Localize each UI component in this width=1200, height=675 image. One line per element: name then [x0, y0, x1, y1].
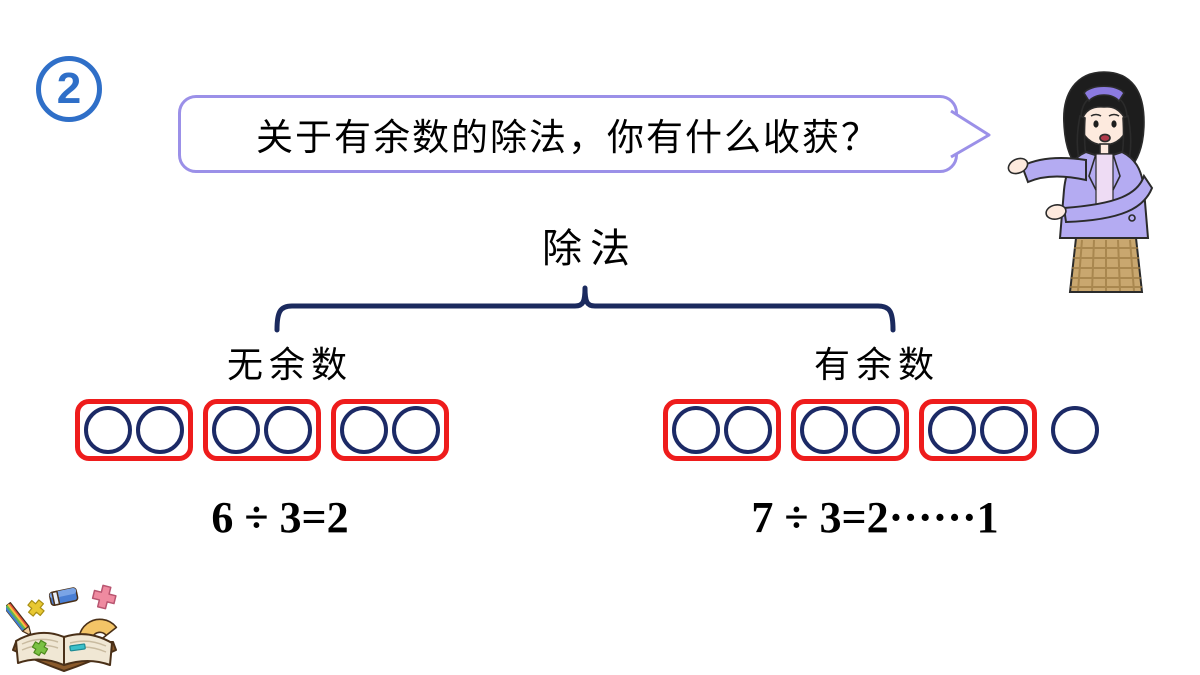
problem-number: 2	[56, 64, 82, 113]
division-root-label: 除法	[542, 226, 638, 271]
eraser-icon	[48, 587, 79, 606]
brace-connector	[274, 285, 896, 333]
counter-circle	[672, 406, 720, 454]
counter-circle	[136, 406, 184, 454]
teacher-hand	[1007, 157, 1029, 175]
teacher-character-illustration	[1007, 71, 1154, 293]
speech-bubble-tail-icon	[950, 109, 991, 159]
counter-circle	[980, 406, 1028, 454]
branch-label-no-remainder: 无余数	[226, 345, 353, 385]
problem-number-badge: 2	[36, 56, 102, 122]
counter-circle	[212, 406, 260, 454]
counter-circle	[852, 406, 900, 454]
speech-bubble-text: 关于有余数的除法，你有什么收获？	[256, 118, 880, 159]
speech-bubble: 关于有余数的除法，你有什么收获？	[178, 95, 991, 173]
multiply-icon	[27, 599, 45, 617]
counter-circle	[928, 406, 976, 454]
teacher-headband	[1083, 85, 1125, 103]
teacher-hand	[1045, 204, 1067, 220]
group-of-2-box	[663, 399, 781, 461]
branch-label-with-remainder: 有余数	[813, 345, 940, 385]
group-of-2-box	[331, 399, 449, 461]
minus-icon	[69, 643, 86, 652]
equation-no-remainder: 6 ÷ 3=2	[211, 493, 349, 542]
counter-circle	[84, 406, 132, 454]
teacher-arm-right	[1062, 173, 1154, 224]
pencil-icon	[6, 602, 32, 637]
counter-circle	[340, 406, 388, 454]
green-multiply-icon	[31, 639, 49, 657]
group-of-2-box	[919, 399, 1037, 461]
counter-circle	[392, 406, 440, 454]
counter-circle	[264, 406, 312, 454]
remainder-counter-circle	[1051, 406, 1099, 454]
group-of-2-box	[75, 399, 193, 461]
counter-row-with-remainder	[663, 399, 1099, 461]
group-of-2-box	[203, 399, 321, 461]
counter-row-no-remainder	[75, 399, 449, 461]
plus-icon	[91, 584, 117, 610]
counter-circle	[800, 406, 848, 454]
group-of-2-box	[791, 399, 909, 461]
teacher-arm-left	[1020, 157, 1087, 184]
math-tools-book-clipart	[6, 584, 118, 672]
counter-circle	[724, 406, 772, 454]
teacher-mouth	[1099, 133, 1111, 143]
equation-with-remainder: 7 ÷ 3=2······1	[751, 493, 999, 542]
